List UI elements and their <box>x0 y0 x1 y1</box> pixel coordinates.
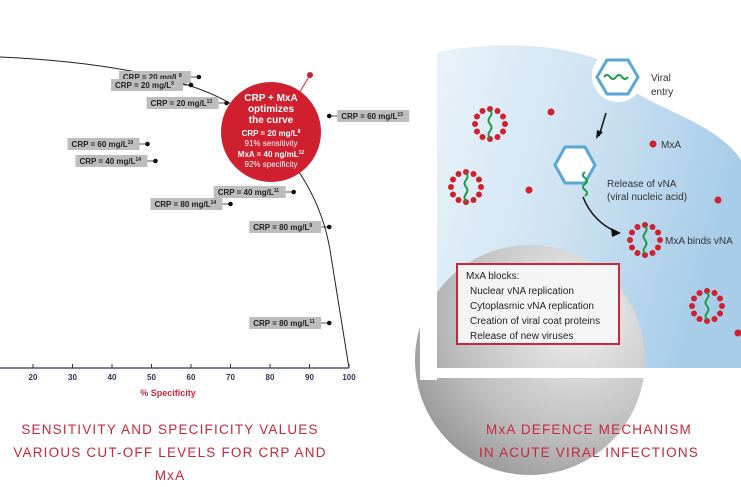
svg-text:CRP = 20 mg/L8: CRP = 20 mg/L8 <box>242 129 301 138</box>
bubble-mxa: MxA = 40 ng/mL <box>238 150 299 159</box>
blocks-item: Release of new viruses <box>466 329 610 344</box>
x-tick-label: 20 <box>29 373 38 382</box>
point-ref: 10 <box>128 140 134 146</box>
data-point: CRP = 40 mg/L11 <box>214 186 296 198</box>
svg-text:CRP = 80 mg/L14: CRP = 80 mg/L14 <box>155 200 217 209</box>
release-label-1: Release of vNA <box>607 179 677 190</box>
point-label: CRP = 40 mg/L <box>218 188 274 197</box>
data-point: CRP = 60 mg/L13 <box>327 110 409 122</box>
x-tick-label: 30 <box>68 373 77 382</box>
mxa-legend-label: MxA <box>661 140 681 151</box>
point-label: CRP = 60 mg/L <box>341 112 397 121</box>
svg-text:MxA = 40 ng/mL12: MxA = 40 ng/mL12 <box>238 150 305 159</box>
left-caption-line-1: SENSITIVITY AND SPECIFICITY VALUES <box>0 418 340 441</box>
mxa-dot-icon <box>548 109 555 116</box>
bubble-title-2: optimizes <box>248 104 295 115</box>
data-point: CRP = 20 mg/L13 <box>147 97 229 109</box>
right-caption: MxA DEFENCE MECHANISM IN ACUTE VIRAL INF… <box>437 418 741 464</box>
release-label-2: (viral nucleic acid) <box>607 192 687 203</box>
point-marker <box>189 83 194 88</box>
svg-text:CRP = 40 mg/L11: CRP = 40 mg/L11 <box>218 188 280 197</box>
blocks-item: Creation of viral coat proteins <box>466 314 610 329</box>
bubble-title-1: CRP + MxA <box>244 93 297 104</box>
point-label: CRP = 20 mg/L <box>115 81 171 90</box>
svg-text:CRP = 80 mg/L11: CRP = 80 mg/L11 <box>253 319 315 328</box>
bubble-mxa-ref: 12 <box>299 150 305 156</box>
mxa-dot-icon <box>526 187 533 194</box>
data-point: CRP = 80 mg/L9 <box>249 221 331 233</box>
right-caption-line-1: MxA DEFENCE MECHANISM <box>437 418 741 441</box>
point-label: CRP = 80 mg/L <box>253 319 309 328</box>
point-ref: 13 <box>207 99 213 105</box>
svg-text:CRP = 60 mg/L10: CRP = 60 mg/L10 <box>72 140 134 149</box>
svg-text:CRP = 80 mg/L9: CRP = 80 mg/L9 <box>253 223 312 232</box>
data-point: CRP = 80 mg/L11 <box>249 317 331 329</box>
roc-chart: 20 30 40 50 60 70 80 90 100 % Specificity CRP = … <box>0 57 409 398</box>
point-marker <box>291 190 296 195</box>
point-marker <box>145 142 150 147</box>
point-marker <box>327 114 332 119</box>
x-tick-label: 80 <box>266 373 275 382</box>
bubble-sensitivity: 91% sensitivity <box>245 139 298 148</box>
x-tick-label: 40 <box>108 373 117 382</box>
viral-entry-label-2: entry <box>651 87 673 98</box>
point-ref: 11 <box>309 319 315 325</box>
bubble-specificity: 92% specificity <box>245 160 298 169</box>
point-ref: 13 <box>397 112 403 118</box>
point-marker <box>327 321 332 326</box>
mxa-legend-dot <box>650 141 657 148</box>
point-marker <box>327 225 332 230</box>
svg-text:CRP = 20 mg/L13: CRP = 20 mg/L13 <box>151 99 213 108</box>
x-tick-label: 60 <box>187 373 196 382</box>
highlight-bubble: CRP + MxA optimizes the curve CRP = 20 m… <box>221 72 321 182</box>
left-caption: SENSITIVITY AND SPECIFICITY VALUES VARIO… <box>0 418 340 487</box>
point-ref: 11 <box>274 188 280 194</box>
point-ref: 14 <box>211 200 217 206</box>
point-ref: 8 <box>179 73 182 79</box>
point-label: CRP = 60 mg/L <box>72 140 128 149</box>
point-label: CRP = 80 mg/L <box>253 223 309 232</box>
mxa-diagram: Viral entry Release of vNA (viral nuclei… <box>415 45 741 475</box>
point-label: CRP = 20 mg/L <box>151 99 207 108</box>
data-point: CRP = 60 mg/L10 <box>68 138 150 150</box>
bubble-crp: CRP = 20 mg/L <box>242 129 298 138</box>
bubble-title-3: the curve <box>249 115 294 126</box>
x-tick-label: 70 <box>226 373 235 382</box>
svg-text:CRP = 60 mg/L13: CRP = 60 mg/L13 <box>341 112 403 121</box>
point-ref: 9 <box>309 223 312 229</box>
point-ref: 14 <box>136 157 142 163</box>
viral-entry-label-1: Viral <box>651 73 671 84</box>
x-tick-label: 50 <box>147 373 156 382</box>
point-marker <box>153 159 158 164</box>
blocks-title: MxA blocks: <box>466 269 610 284</box>
data-point: CRP = 20 mg/L9 <box>111 79 193 91</box>
point-label: CRP = 80 mg/L <box>155 200 211 209</box>
point-label: CRP = 40 mg/L <box>79 157 135 166</box>
point-marker <box>228 202 233 207</box>
svg-text:CRP = 20 mg/L9: CRP = 20 mg/L9 <box>115 81 174 90</box>
point-ref: 9 <box>171 81 174 87</box>
blocks-item: Nuclear vNA replication <box>466 284 610 299</box>
blocks-item: Cytoplasmic vNA replication <box>466 299 610 314</box>
mxa-blocks-box: MxA blocks: Nuclear vNA replication Cyto… <box>456 263 620 345</box>
mxa-dot-icon <box>715 197 722 204</box>
svg-text:CRP = 40 mg/L14: CRP = 40 mg/L14 <box>79 157 141 166</box>
x-tick-label: 100 <box>342 373 356 382</box>
bubble-crp-ref: 8 <box>298 129 301 135</box>
data-point: CRP = 80 mg/L14 <box>151 198 233 210</box>
data-point: CRP = 40 mg/L14 <box>75 155 157 167</box>
point-marker <box>197 75 202 80</box>
x-axis-label: % Specificity <box>140 388 196 398</box>
left-caption-line-2: VARIOUS CUT-OFF LEVELS FOR CRP AND MxA <box>0 441 340 487</box>
point-marker <box>224 101 229 106</box>
x-tick-label: 90 <box>305 373 314 382</box>
right-caption-line-2: IN ACUTE VIRAL INFECTIONS <box>437 441 741 464</box>
mxa-binds-label: MxA binds vNA <box>665 236 733 247</box>
virus-capsid-icon <box>597 60 638 94</box>
